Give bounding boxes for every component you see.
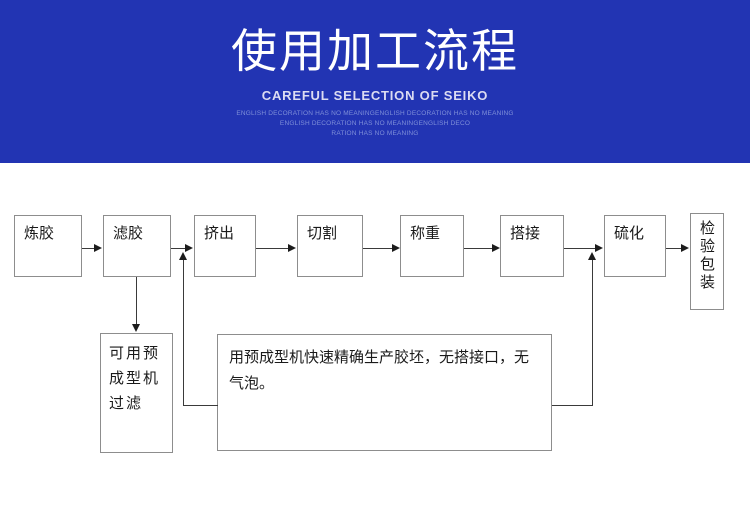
connector-liuhua-to-jianyanbaozhuang — [666, 248, 681, 249]
arrow-main-note-to-liuhua — [587, 252, 596, 260]
arrow-jichu-to-qiege — [288, 243, 296, 252]
flow-node-label: 检验包装 — [698, 220, 716, 292]
connector-jichu-to-qiege — [256, 248, 289, 249]
arrow-dajie-to-liuhua — [595, 243, 603, 252]
decoration-text-line-1: ENGLISH DECORATION HAS NO MEANINGENGLISH… — [236, 110, 514, 117]
arrow-lvjiao-to-jichu — [185, 243, 193, 252]
connector-qiege-to-chengzhong — [363, 248, 393, 249]
connector-lvjiao-to-branch-note — [136, 277, 137, 325]
page-title: 使用加工流程 — [231, 24, 519, 78]
arrow-lvjiao-to-branch-note — [131, 324, 140, 332]
flow-note-main: 用预成型机快速精确生产胶坯，无搭接口，无气泡。 — [217, 334, 552, 451]
flow-node-liuhua: 硫化 — [604, 215, 666, 277]
page-subtitle: CAREFUL SELECTION OF SEIKO — [261, 88, 489, 103]
arrow-main-note-to-jichu — [178, 252, 187, 260]
flow-node-jichu: 挤出 — [194, 215, 256, 277]
process-flow-diagram: 炼胶 滤胶 挤出 切割 称重 搭接 硫化 检验包装 可用预成型机过滤 用预成型机… — [0, 163, 750, 505]
connector-dajie-to-liuhua — [564, 248, 596, 249]
flow-node-dajie: 搭接 — [500, 215, 564, 277]
arrow-lianjiao-to-lvjiao — [94, 243, 102, 252]
flow-node-label: 挤出 — [204, 224, 235, 242]
flow-node-qiege: 切割 — [297, 215, 363, 277]
decoration-text-line-3: RATION HAS NO MEANING — [331, 130, 419, 137]
flow-node-label: 切割 — [307, 224, 338, 242]
connector-main-note-to-jichu — [183, 259, 184, 406]
flow-node-label: 滤胶 — [113, 224, 144, 242]
flow-node-label: 炼胶 — [24, 224, 55, 242]
connector-chengzhong-to-dajie — [464, 248, 493, 249]
flow-note-main-label: 用预成型机快速精确生产胶坯，无搭接口，无气泡。 — [229, 348, 530, 392]
arrow-qiege-to-chengzhong — [392, 243, 400, 252]
flow-note-branch: 可用预成型机过滤 — [100, 333, 173, 453]
decoration-text-line-2: ENGLISH DECORATION HAS NO MEANINGENGLISH… — [279, 120, 471, 127]
flow-node-label: 搭接 — [510, 224, 541, 242]
flow-node-label: 称重 — [410, 224, 441, 242]
flow-note-branch-label: 可用预成型机过滤 — [109, 344, 161, 412]
connector-lvjiao-to-jichu — [171, 248, 186, 249]
arrow-chengzhong-to-dajie — [492, 243, 500, 252]
connector-main-note-to-liuhua — [592, 259, 593, 406]
flow-node-chengzhong: 称重 — [400, 215, 464, 277]
connector-lianjiao-to-lvjiao — [82, 248, 95, 249]
flow-node-lianjiao: 炼胶 — [14, 215, 82, 277]
connector-main-note-left-stub — [183, 405, 218, 406]
flow-node-jianyanbaozhuang: 检验包装 — [690, 213, 724, 310]
flow-node-lvjiao: 滤胶 — [103, 215, 171, 277]
page-banner: 使用加工流程 CAREFUL SELECTION OF SEIKO ENGLIS… — [0, 0, 750, 163]
connector-main-note-right-stub — [552, 405, 593, 406]
flow-node-label: 硫化 — [614, 224, 645, 242]
arrow-liuhua-to-jianyanbaozhuang — [681, 243, 689, 252]
